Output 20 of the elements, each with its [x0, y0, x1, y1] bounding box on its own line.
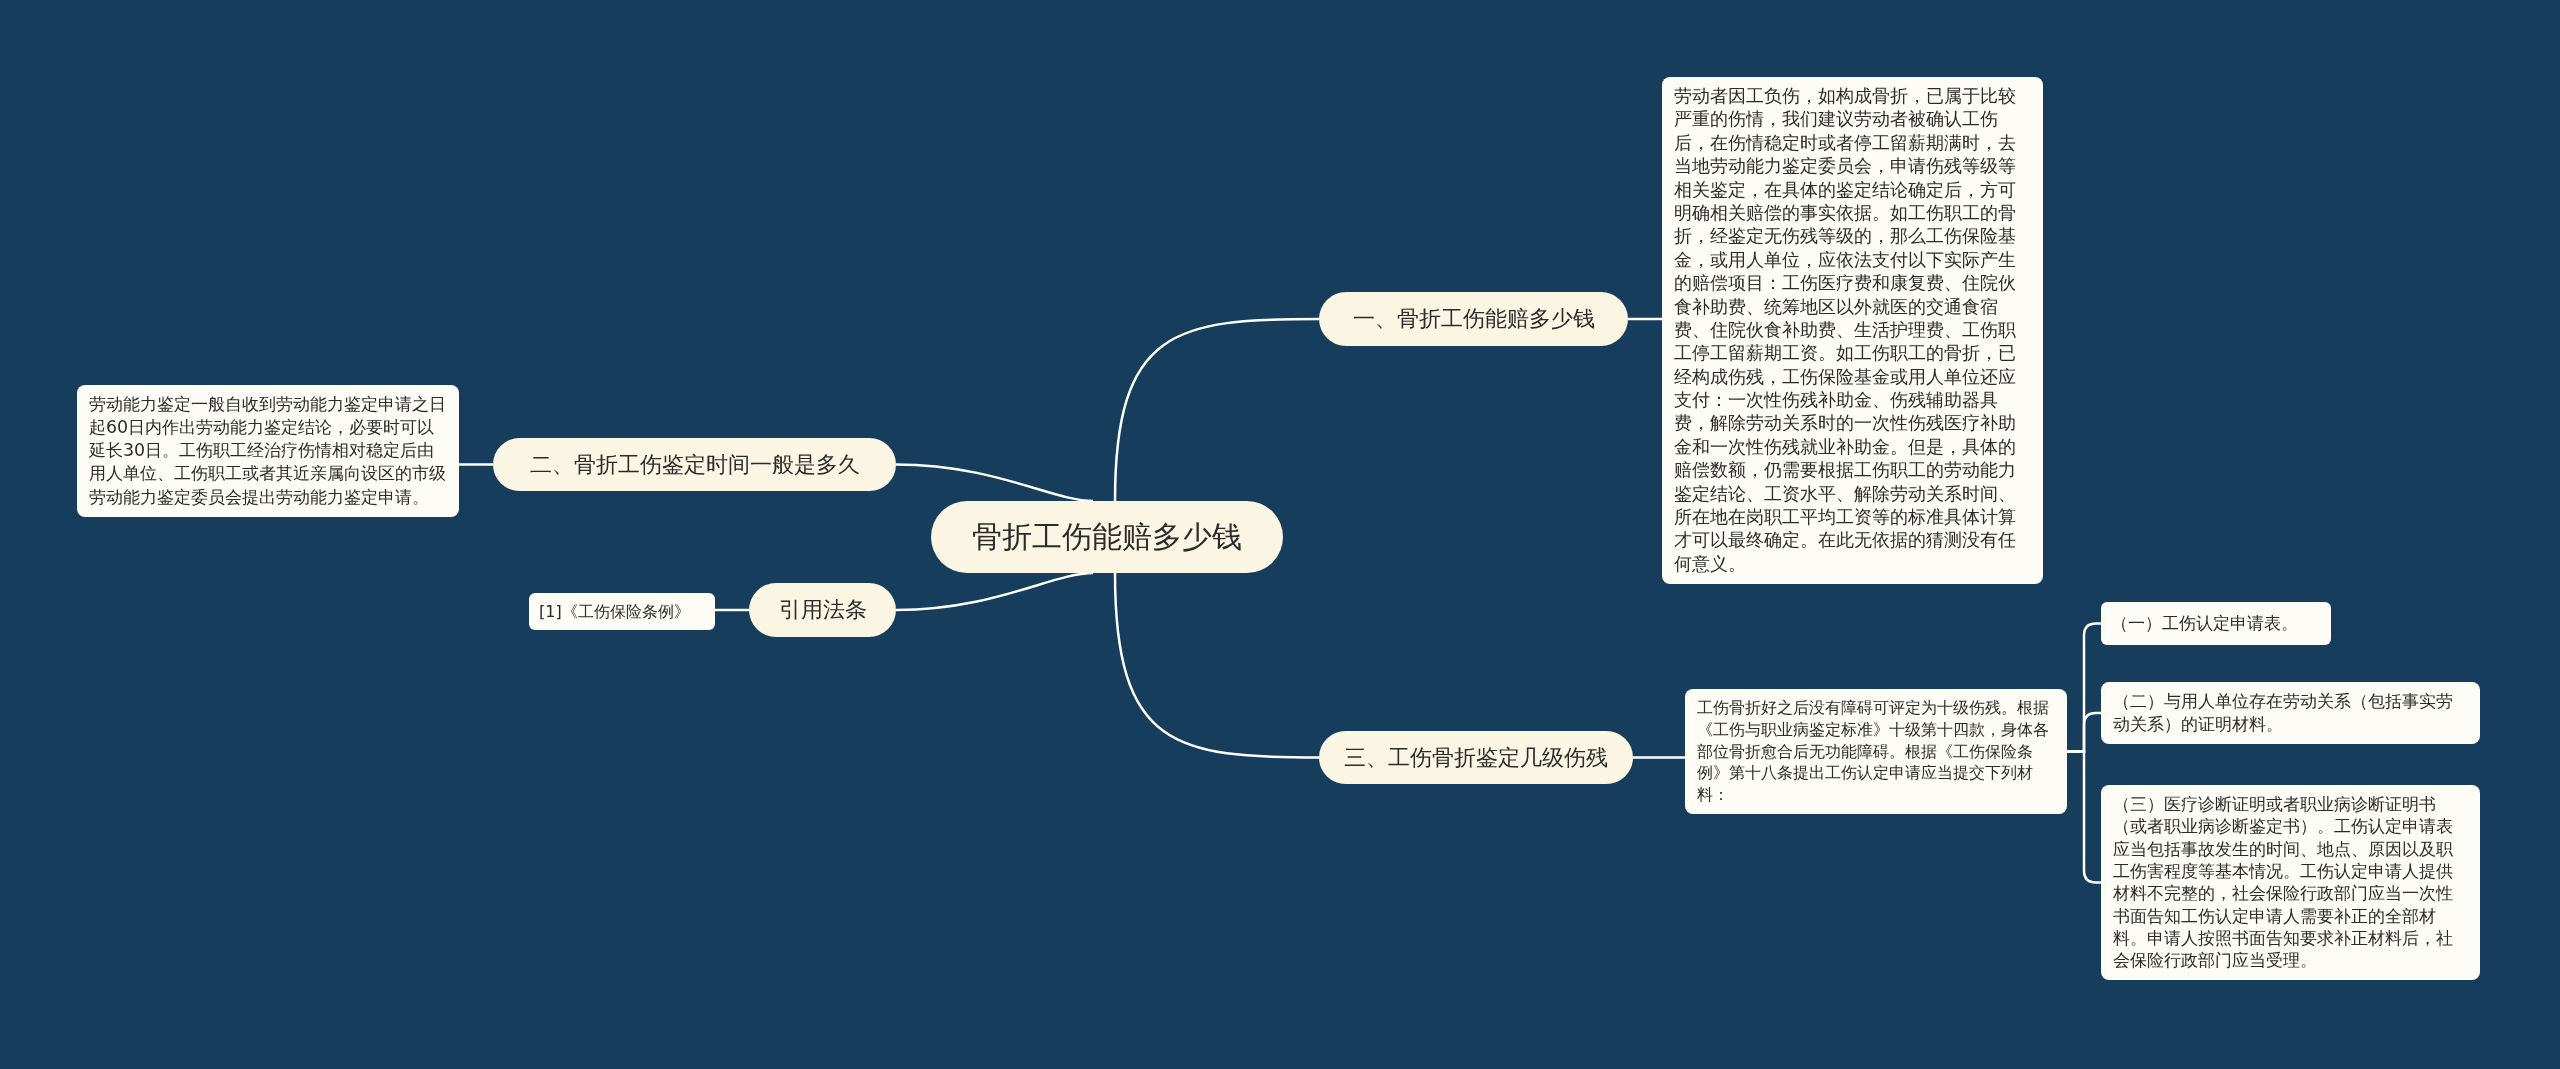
connector-line — [715, 608, 749, 612]
connector-line — [1113, 317, 1319, 502]
connector-line — [459, 463, 493, 466]
note-card: 工伤骨折好之后没有障碍可评定为十级伤残。根据《工伤与职业病鉴定标准》十级第十四款，身体各部位骨折愈合后无功能障碍。根据《工伤保险条例》第十八条提出工伤认定申请应当提交下列材料： — [1685, 689, 2067, 815]
connector-line — [895, 571, 1094, 612]
citation-note: [1]《工伤保险条例》 — [529, 593, 715, 630]
note-card: 劳动能力鉴定一般自收到劳动能力鉴定申请之日起60日内作出劳动能力鉴定结论，必要时可以延长30日。工伤职工经治疗伤情相对稳定后由用人单位、工伤职工或者其近亲属向设区的市级劳动能力鉴定委员会提出劳动能力鉴定申请。 — [77, 385, 459, 517]
citation-note: （一）工伤认定申请表。 — [2101, 602, 2331, 645]
topic-pill: 二、骨折工伤鉴定时间一般是多久 — [493, 438, 896, 491]
connector-line — [1113, 572, 1319, 759]
main-topic-pill: 骨折工伤能赔多少钱 — [931, 501, 1283, 573]
connector-line — [895, 463, 1094, 503]
topic-pill: 一、骨折工伤能赔多少钱 — [1319, 292, 1628, 346]
note-card: （三）医疗诊断证明或者职业病诊断证明书（或者职业病诊断鉴定书）。工伤认定申请表应当包括事故发生的时间、地点、原因以及职工伤害程度等基本情况。工伤认定申请人提供材料不完整的，社会保险行政部门应当一次性书面告知工伤认定申请人需要补正的全部材料。申请人按照书面告知要求补正材料后，社会保险行政部门应当受理。 — [2101, 785, 2480, 980]
topic-pill: 引用法条 — [749, 583, 896, 637]
note-card: 劳动者因工负伤，如构成骨折，已属于比较严重的伤情，我们建议劳动者被确认工伤后，在伤情稳定时或者停工留薪期满时，去当地劳动能力鉴定委员会，申请伤残等级等相关鉴定，在具体的鉴定结论确定后，方可明确相关赔偿的事实依据。如工伤职工的骨折，经鉴定无伤残等级的，那么工伤保险基金，或用人单位，应依法支付以下实际产生的赔偿项目：工伤医疗费和康复费、住院伙食补助费、统筹地区以外就医的交通食宿费、住院伙食补助费、生活护理费、工伤职工停工留薪期工资。如工伤职工的骨折，已经构成伤残，工伤保险基金或用人单位还应支付：一次性伤残补助金、伤残辅助器具费，解除劳动关系时的一次性伤残医疗补助金和一次性伤残就业补助金。但是，具体的赔偿数额，仍需要根据工伤职工的劳动能力鉴定结论、工资水平、解除劳动关系时间、所在地在岗职工平均工资等的标准具体计算才可以最终确定。在此无依据的猜测没有任何意义。 — [1662, 77, 2043, 585]
connector-line — [1628, 317, 1662, 321]
topic-pill: 三、工伤骨折鉴定几级伤残 — [1319, 731, 1633, 784]
connector-line — [1633, 756, 1685, 759]
note-card: （二）与用人单位存在劳动关系（包括事实劳动关系）的证明材料。 — [2101, 682, 2480, 744]
